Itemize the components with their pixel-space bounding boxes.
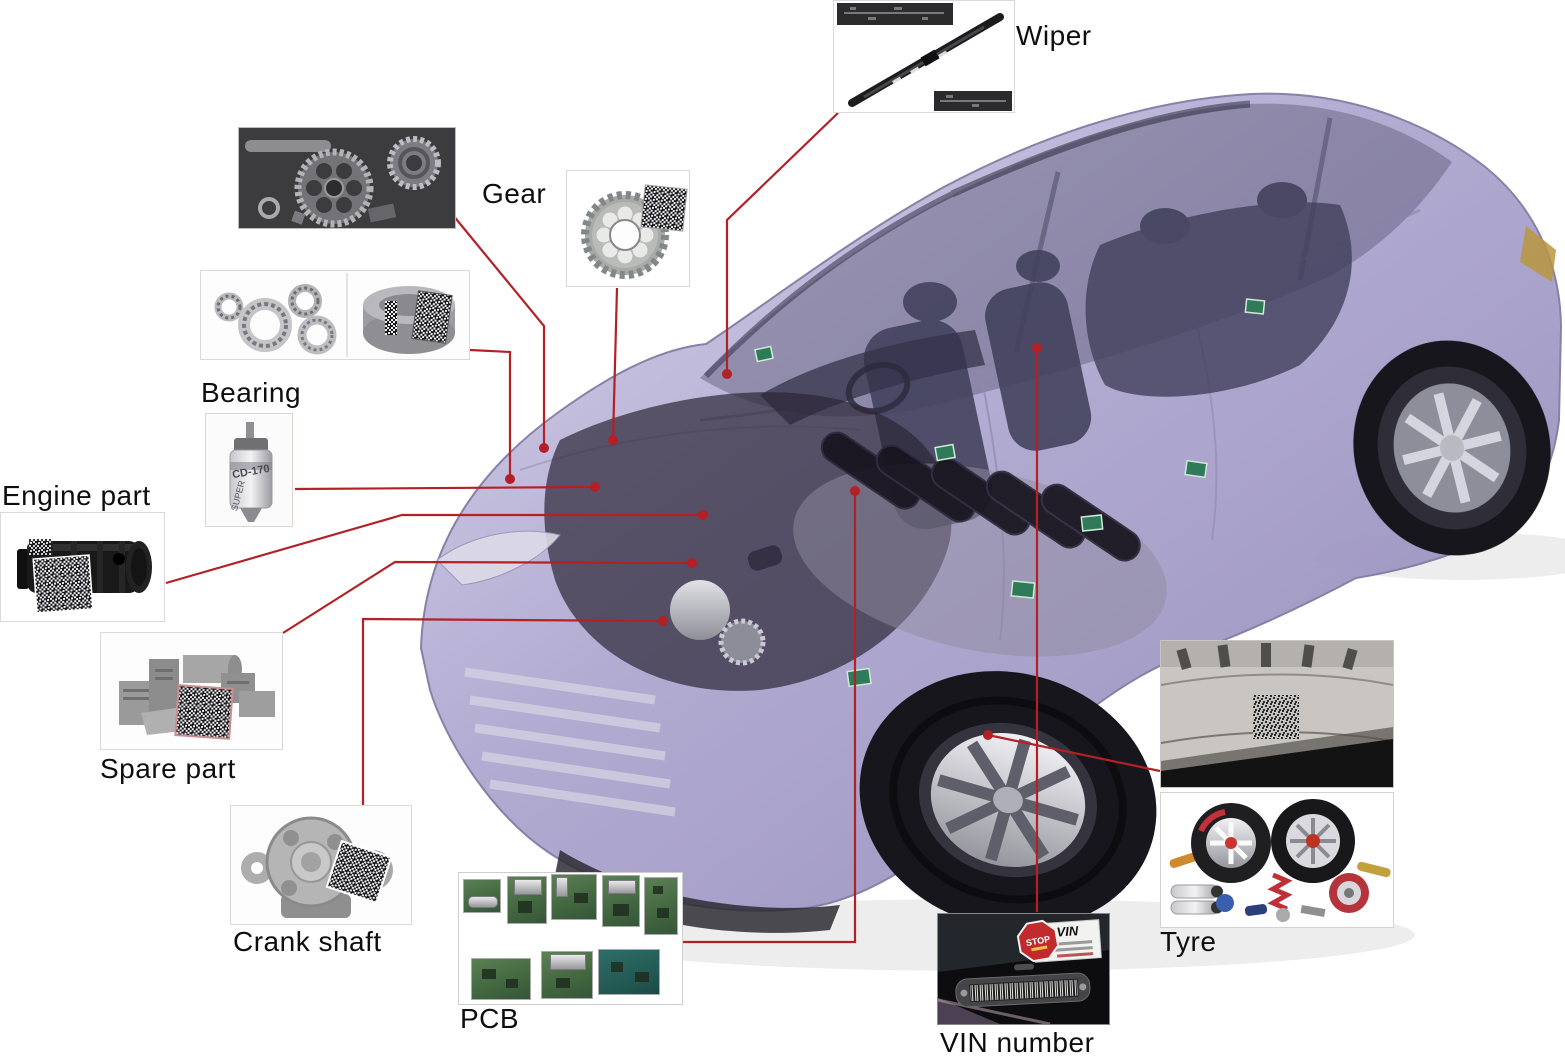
pcb-board [471, 958, 531, 1000]
a-pillar [703, 191, 954, 379]
crank-shaft-photo [230, 805, 412, 925]
connector-tyre [987, 733, 1161, 773]
pcb-photo-group [458, 872, 683, 1005]
engine-part-photo [0, 512, 165, 622]
marking-inset-bottom [934, 91, 1012, 111]
label-bearing: Bearing [201, 377, 302, 408]
wiper-blade-icon [848, 13, 1004, 107]
coil-spring-icon [1267, 872, 1293, 912]
marked-bearing-icon [363, 286, 455, 354]
label-crank-shaft: Crank shaft [233, 926, 382, 957]
pcb-board [644, 877, 678, 935]
stop-sticker: STOP [1016, 919, 1060, 963]
ball-bearings-icon [214, 284, 337, 355]
pcb-board [598, 949, 660, 995]
wheel-icon [1191, 803, 1271, 883]
washer-icon [258, 197, 280, 219]
silver-part-icon [1276, 908, 1290, 922]
gears-photo [238, 127, 456, 229]
connector-dots [505, 343, 1042, 740]
rear-wheel [1353, 340, 1551, 556]
injector-photo: CD-170 SUPER [205, 413, 293, 527]
small-gear-icon [387, 136, 441, 190]
connector-gear-box [611, 287, 619, 441]
pcb-board [551, 874, 597, 920]
wheel-icon [1271, 799, 1355, 883]
silver-bar-icon [1300, 904, 1326, 918]
tread-blocks [1176, 643, 1358, 670]
label-gear: Gear [482, 178, 547, 209]
gear-marked-photo [566, 170, 690, 287]
connector-gear-photo [451, 213, 546, 448]
connector-wiper [725, 112, 839, 374]
headlight [436, 530, 561, 586]
datamatrix-icon [325, 839, 393, 905]
taillight [1520, 226, 1556, 282]
stop-sticker-text: STOP [1025, 934, 1051, 948]
radiator-grille [464, 667, 676, 817]
large-gear-icon [294, 148, 374, 228]
gold-axle-icon [1357, 861, 1391, 878]
pcb-board [463, 879, 501, 913]
connector-pcb [681, 491, 857, 944]
bracket-icon [367, 203, 397, 223]
tyre-sidewall-photo [1160, 640, 1394, 788]
datamatrix-inset-icon [174, 684, 234, 740]
brake-disc-icon [1329, 873, 1369, 913]
blue-pad-icon [1244, 904, 1268, 916]
tyre-inner-shadow [1161, 739, 1393, 787]
label-wiper: Wiper [1016, 20, 1092, 51]
label-vin-number: VIN number [940, 1027, 1095, 1058]
pulley-gear [718, 618, 766, 666]
bearing-photo [200, 270, 470, 360]
label-pcb: PCB [460, 1003, 520, 1034]
qr-code-icon [640, 184, 688, 232]
wiper-photo [833, 0, 1015, 113]
nut-icon [291, 210, 306, 225]
injector-nozzle-icon: CD-170 SUPER [229, 422, 273, 522]
connector-spare-part [282, 560, 693, 634]
vin-photo: VIN STOP [937, 913, 1110, 1025]
qr-code-icon [32, 554, 94, 614]
ecu-chips [754, 298, 1266, 688]
pcb-board [602, 875, 640, 927]
label-tyre: Tyre [1160, 926, 1217, 957]
label-spare-part: Spare part [100, 753, 236, 784]
roof-rail [950, 100, 1251, 198]
exhaust-tips-icon [1170, 884, 1223, 915]
connector-engine-part [165, 513, 703, 585]
qr-code-icon [1253, 695, 1299, 739]
pcb-board [541, 951, 593, 999]
steering-wheel [845, 361, 911, 415]
datamatrix-icon [411, 290, 453, 344]
label-engine-part: Engine part [2, 480, 151, 511]
connector-crank-shaft [361, 617, 664, 805]
emblem [1014, 963, 1034, 971]
connector-bearing [469, 348, 512, 479]
blue-part-icon [1216, 894, 1234, 912]
marking-inset-top [837, 3, 953, 25]
pcb-board [507, 876, 547, 924]
small-datamatrix-icon [29, 539, 51, 555]
connector-injector [294, 485, 596, 491]
camshaft-icon [245, 140, 331, 152]
tyre-parts-photo [1160, 792, 1394, 928]
vin-barcode-plate [955, 972, 1091, 1008]
front-wheel [859, 671, 1157, 929]
spare-part-photo [100, 632, 283, 750]
vin-sticker-text: VIN [1056, 923, 1079, 940]
alternator [670, 580, 730, 640]
front-spoiler [555, 850, 840, 933]
